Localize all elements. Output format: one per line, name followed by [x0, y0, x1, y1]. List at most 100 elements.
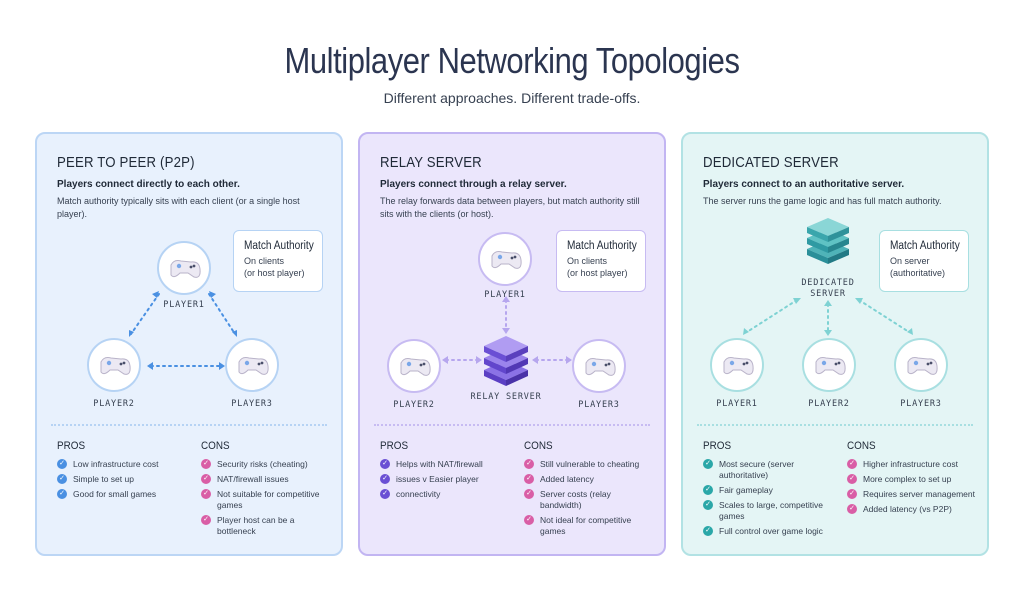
- check-icon: ✓: [380, 489, 390, 499]
- check-icon: ✓: [201, 474, 211, 484]
- player1-node: [478, 232, 532, 286]
- check-icon: ✓: [524, 489, 534, 499]
- panel-title: RELAY SERVER: [380, 154, 482, 171]
- panel-title: PEER TO PEER (P2P): [57, 154, 195, 171]
- match-authority-line1: On clients: [244, 256, 285, 266]
- check-icon: ✓: [703, 459, 713, 469]
- check-icon: ✓: [703, 485, 713, 495]
- cons-heading: CONS: [201, 440, 230, 452]
- player2-label: PLAYER2: [808, 399, 850, 409]
- panel-lead: Players connect to an authoritative serv…: [703, 179, 905, 190]
- panel-lead: Players connect through a relay server.: [380, 179, 567, 190]
- pros-heading: PROS: [703, 440, 732, 452]
- check-icon: ✓: [524, 459, 534, 469]
- panel-description: The relay forwards data between players,…: [380, 196, 640, 219]
- dedicated-server-icon: [807, 218, 849, 264]
- match-authority-line2: (authoritative): [890, 268, 946, 278]
- check-icon: ✓: [57, 474, 67, 484]
- pro-item: ✓Low infrastructure cost: [57, 459, 185, 470]
- gamepad-icon: [491, 251, 522, 269]
- cons-heading: CONS: [524, 440, 553, 452]
- check-icon: ✓: [847, 459, 857, 469]
- check-icon: ✓: [847, 474, 857, 484]
- dedicated-server-label: DEDICATED SERVER: [801, 278, 855, 299]
- pros-column: PROS ✓Low infrastructure cost ✓Simple to…: [57, 440, 185, 504]
- cons-column: CONS ✓Still vulnerable to cheating ✓Adde…: [524, 440, 654, 541]
- match-authority-box: Match Authority On clients (or host play…: [233, 230, 323, 292]
- check-icon: ✓: [703, 526, 713, 536]
- section-divider: [51, 424, 327, 426]
- pro-item: ✓Most secure (server authoritative): [703, 459, 833, 481]
- gamepad-icon: [907, 357, 938, 375]
- match-authority-box: Match Authority On clients (or host play…: [556, 230, 646, 292]
- pro-item: ✓Fair gameplay: [703, 485, 833, 496]
- relay-server-icon: [484, 336, 528, 386]
- panel-lead: Players connect directly to each other.: [57, 179, 240, 190]
- con-item: ✓NAT/firewall issues: [201, 474, 331, 485]
- player1-node: [710, 338, 764, 392]
- match-authority-title: Match Authority: [567, 240, 637, 252]
- check-icon: ✓: [524, 515, 534, 525]
- player3-node: [225, 338, 279, 392]
- player3-node: [894, 338, 948, 392]
- cons-column: CONS ✓Security risks (cheating) ✓NAT/fir…: [201, 440, 331, 541]
- check-icon: ✓: [201, 489, 211, 499]
- player3-label: PLAYER3: [231, 399, 273, 409]
- pro-item: ✓Good for small games: [57, 489, 185, 500]
- pro-item: ✓Helps with NAT/firewall: [380, 459, 508, 470]
- panel-description: The server runs the game logic and has f…: [703, 196, 942, 206]
- section-divider: [374, 424, 650, 426]
- con-item: ✓Player host can be a bottleneck: [201, 515, 331, 537]
- con-item: ✓Higher infrastructure cost: [847, 459, 977, 470]
- gamepad-icon: [170, 260, 201, 278]
- con-item: ✓Added latency (vs P2P): [847, 504, 977, 515]
- player3-label: PLAYER3: [578, 400, 620, 410]
- pros-heading: PROS: [57, 440, 86, 452]
- match-authority-box: Match Authority On server (authoritative…: [879, 230, 969, 292]
- p2p-panel: PEER TO PEER (P2P) Players connect direc…: [35, 132, 343, 556]
- match-authority-line2: (or host player): [567, 268, 628, 278]
- con-item: ✓Server costs (relay bandwidth): [524, 489, 654, 511]
- cons-heading: CONS: [847, 440, 876, 452]
- match-authority-line1: On server: [890, 256, 930, 266]
- con-item: ✓Security risks (cheating): [201, 459, 331, 470]
- gamepad-icon: [238, 357, 269, 375]
- pro-item: ✓Simple to set up: [57, 474, 185, 485]
- pros-column: PROS ✓Helps with NAT/firewall ✓issues v …: [380, 440, 508, 504]
- pro-item: ✓connectivity: [380, 489, 508, 500]
- match-authority-title: Match Authority: [244, 240, 314, 252]
- pro-item: ✓issues v Easier player: [380, 474, 508, 485]
- page-title: Multiplayer Networking Topologies: [284, 40, 740, 81]
- check-icon: ✓: [703, 500, 713, 510]
- player1-node: [157, 241, 211, 295]
- pros-column: PROS ✓Most secure (server authoritative)…: [703, 440, 833, 541]
- con-item: ✓Requires server management: [847, 489, 977, 500]
- pros-heading: PROS: [380, 440, 409, 452]
- match-authority-title: Match Authority: [890, 240, 960, 252]
- check-icon: ✓: [201, 459, 211, 469]
- con-item: ✓Added latency: [524, 474, 654, 485]
- con-item: ✓Still vulnerable to cheating: [524, 459, 654, 470]
- player1-label: PLAYER1: [716, 399, 758, 409]
- check-icon: ✓: [57, 459, 67, 469]
- check-icon: ✓: [524, 474, 534, 484]
- panel-description: Match authority typically sits with each…: [57, 196, 300, 219]
- check-icon: ✓: [201, 515, 211, 525]
- pro-item: ✓Full control over game logic: [703, 526, 833, 537]
- check-icon: ✓: [380, 474, 390, 484]
- gamepad-icon: [723, 357, 754, 375]
- dedicated-connection-lines: [743, 218, 913, 336]
- player2-node: [387, 339, 441, 393]
- gamepad-icon: [100, 357, 131, 375]
- con-item: ✓More complex to set up: [847, 474, 977, 485]
- player2-label: PLAYER2: [93, 399, 135, 409]
- relay-server-label: RELAY SERVER: [470, 392, 542, 402]
- check-icon: ✓: [380, 459, 390, 469]
- section-divider: [697, 424, 973, 426]
- relay-panel: RELAY SERVER Players connect through a r…: [358, 132, 666, 556]
- gamepad-icon: [585, 358, 616, 376]
- gamepad-icon: [400, 358, 431, 376]
- match-authority-line1: On clients: [567, 256, 608, 266]
- gamepad-icon: [815, 357, 846, 375]
- con-item: ✓Not ideal for competitive games: [524, 515, 654, 537]
